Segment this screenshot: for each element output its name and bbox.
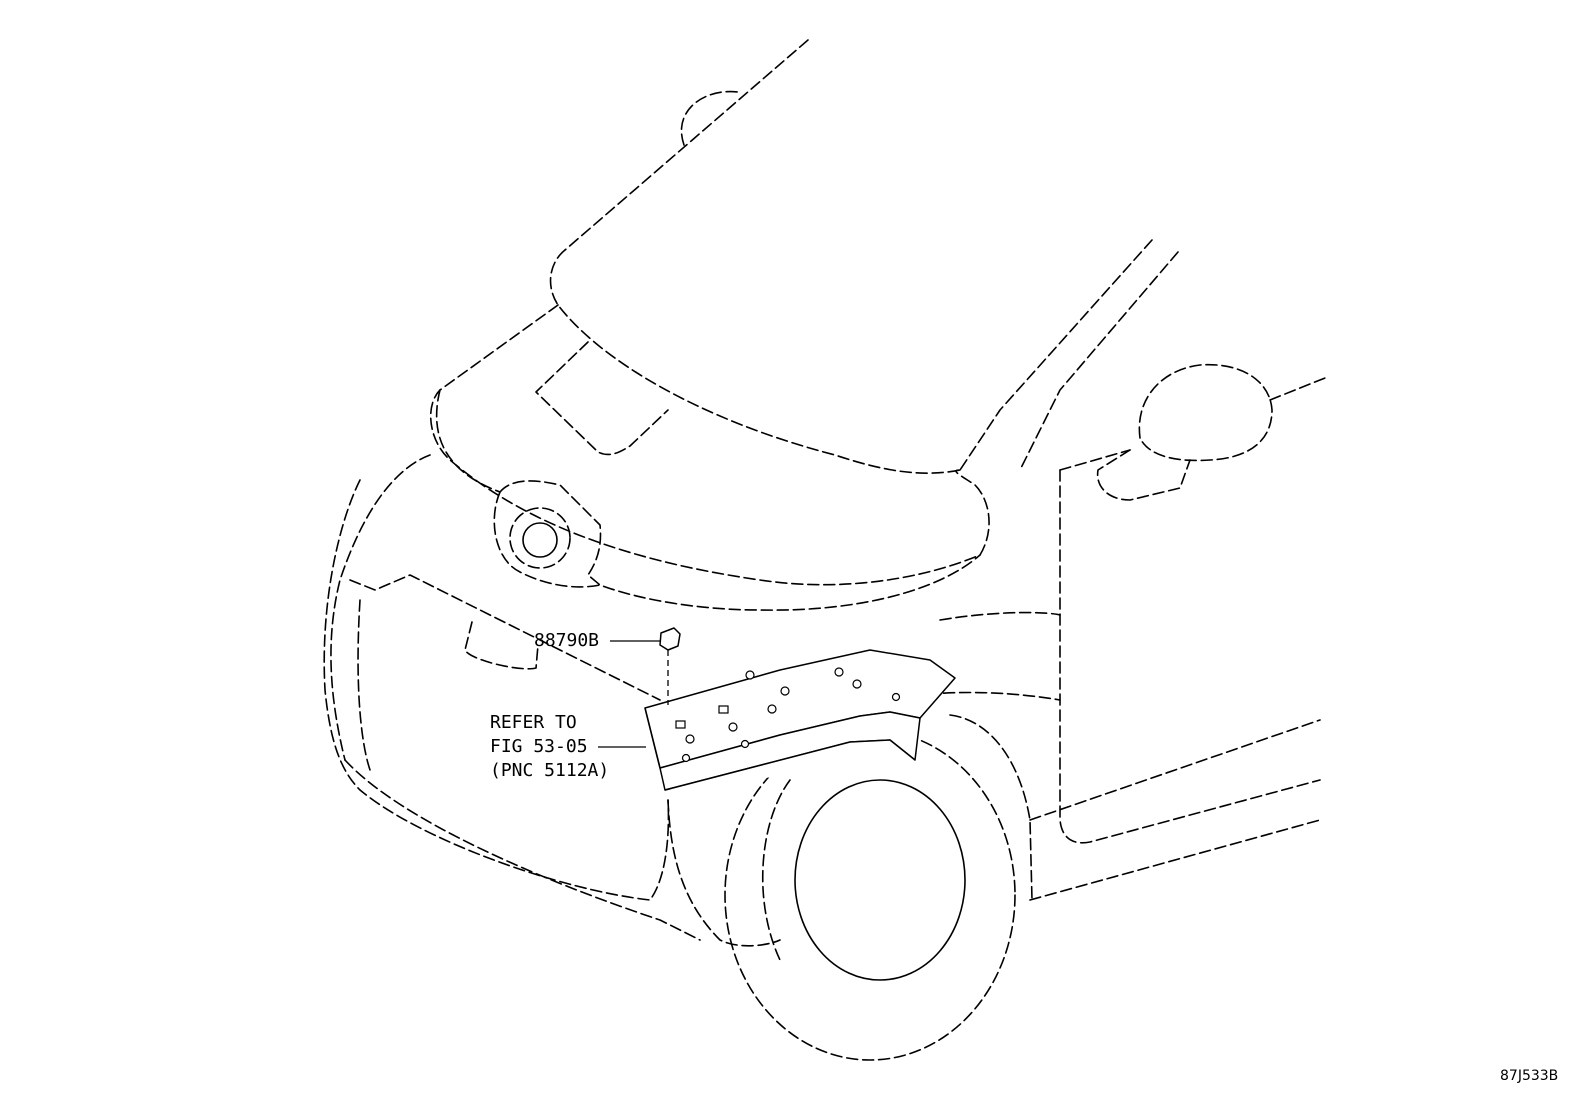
mounting-bracket-part: [644, 649, 956, 791]
bumper-upper-line: [349, 574, 661, 701]
bracket-hole: [834, 667, 844, 677]
front-fascia-outer: [323, 479, 670, 901]
side-mirror: [1138, 363, 1273, 462]
bracket-hole: [891, 692, 901, 702]
a-pillar-right-inner: [1019, 251, 1179, 471]
front-fascia-upper: [330, 454, 431, 761]
a-pillar-right: [959, 239, 1153, 471]
hood-front-edge: [435, 389, 501, 493]
wheel-arch: [949, 714, 1033, 901]
tire-inner-edge: [761, 779, 791, 961]
hood-top: [429, 304, 990, 586]
bracket-slot: [675, 720, 686, 729]
emblem-surround: [499, 480, 981, 611]
side-line-upper: [939, 611, 1061, 621]
part-number-label[interactable]: 88790B: [534, 630, 600, 651]
tire-outer: [724, 729, 1016, 1061]
emblem-center: [522, 522, 558, 558]
bracket-flange: [664, 739, 916, 791]
emblem-ring: [509, 507, 571, 569]
bumper-lower: [344, 759, 701, 941]
clip-part: [659, 627, 681, 651]
license-plate-recess: [464, 621, 539, 670]
refer-label-line2[interactable]: FIG 53-05: [490, 736, 588, 757]
emblem-lower: [493, 491, 601, 588]
belt-line: [1059, 449, 1131, 471]
antenna-bump: [680, 90, 739, 146]
bracket-slot: [718, 705, 729, 714]
bracket-hole: [780, 686, 790, 696]
bumper-center: [357, 599, 371, 771]
bracket-hole: [852, 679, 862, 689]
figure-code: 87J533B: [1500, 1068, 1559, 1084]
windshield-left: [549, 249, 961, 474]
bracket-hole: [728, 722, 738, 732]
bracket-hole: [767, 704, 777, 714]
rocker-line: [1029, 719, 1321, 821]
refer-label-line1: REFER TO: [490, 712, 577, 733]
bracket-hole: [740, 739, 750, 749]
bracket-hole: [685, 734, 695, 744]
refer-label-line3: (PNC 5112A): [490, 760, 610, 781]
roof-right: [1269, 377, 1326, 401]
mirror-base: [1096, 449, 1191, 501]
door-lower-edge: [1029, 819, 1321, 901]
bracket-tab: [745, 670, 755, 680]
wheel-rim: [794, 779, 966, 981]
roof-left-edge: [564, 39, 809, 251]
bracket-hole: [681, 753, 691, 763]
door-front-edge: [1059, 469, 1321, 844]
windshield-sensor: [535, 341, 669, 456]
fender-front: [667, 799, 781, 947]
